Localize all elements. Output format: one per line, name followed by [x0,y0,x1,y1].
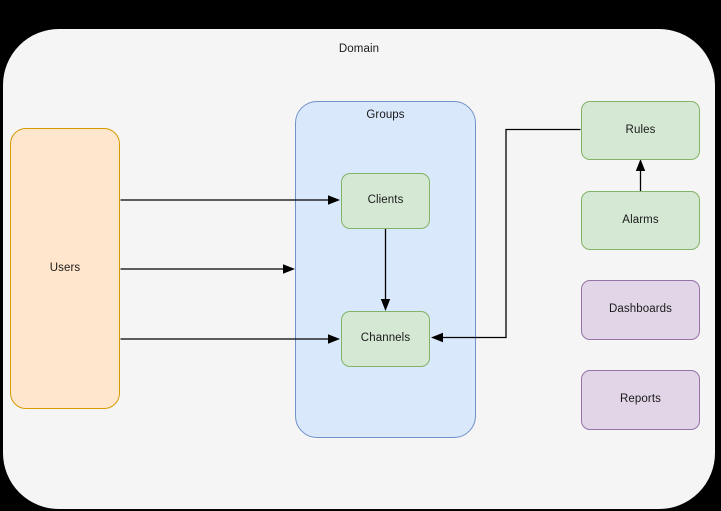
node-alarms[interactable]: Alarms [581,191,700,250]
node-users[interactable]: Users [10,128,120,409]
node-reports[interactable]: Reports [581,370,700,430]
node-alarms-label: Alarms [622,213,659,226]
node-dashboards-label: Dashboards [608,303,672,316]
node-rules-label: Rules [625,123,656,136]
node-users-label: Users [49,261,81,274]
node-reports-label: Reports [620,393,661,406]
node-channels-label: Channels [360,332,411,345]
container-groups-label: Groups [366,109,405,121]
node-clients-label: Clients [367,194,404,207]
node-dashboards[interactable]: Dashboards [581,280,700,340]
node-rules[interactable]: Rules [581,101,700,160]
node-channels[interactable]: Channels [341,311,430,367]
node-clients[interactable]: Clients [341,173,430,229]
container-domain-label: Domain [338,43,380,55]
container-groups[interactable]: Groups [295,101,476,438]
